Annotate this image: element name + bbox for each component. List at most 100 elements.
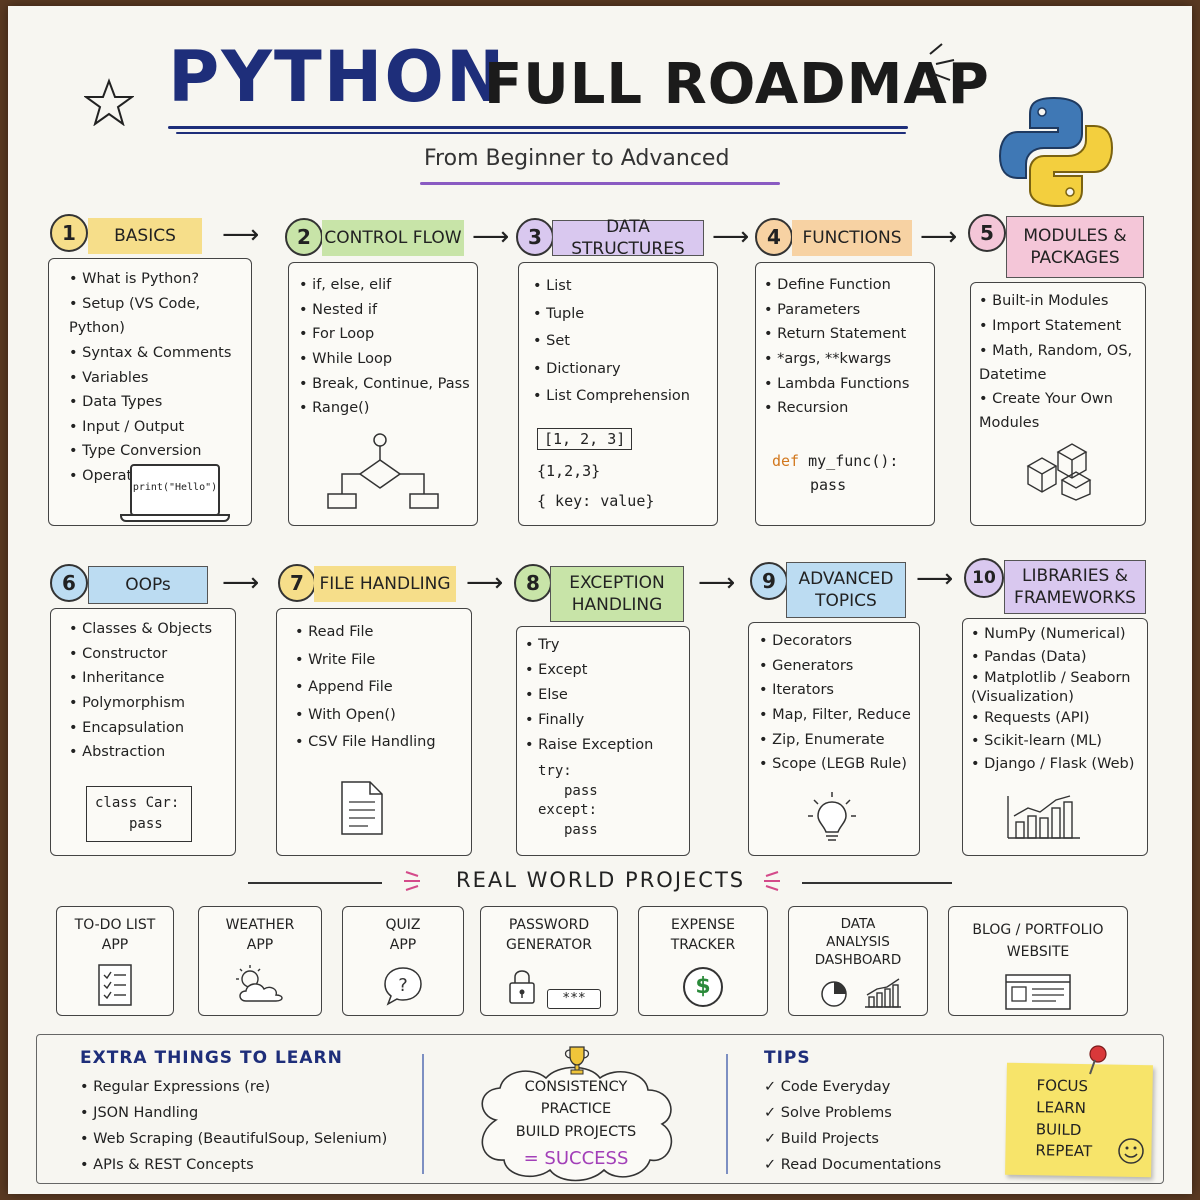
- code-line: pass: [564, 821, 598, 838]
- list-item: Define Function: [764, 273, 934, 298]
- list-item: Type Conversion: [69, 439, 251, 464]
- code-line: pass: [564, 782, 598, 799]
- step-2-title: CONTROL FLOW: [322, 220, 464, 256]
- extra-section: EXTRA THINGS TO LEARN • Regular Expressi…: [80, 1048, 387, 1178]
- trophy-icon: [564, 1046, 590, 1075]
- step-5-title-line2: PACKAGES: [1030, 248, 1120, 268]
- class-code-line2: pass: [129, 816, 163, 832]
- list-item: Import Statement: [979, 314, 1145, 339]
- list-item: With Open(): [295, 702, 471, 730]
- cloud-line: CONSISTENCY: [524, 1079, 628, 1095]
- list-item: Range(): [299, 396, 477, 421]
- laptop-icon: print("Hello"): [130, 464, 220, 516]
- list-item: While Loop: [299, 347, 477, 372]
- step-1-badge: 1: [50, 214, 88, 252]
- step-8-badge: 8: [514, 564, 552, 602]
- project-title: ANALYSIS: [826, 934, 890, 951]
- project-title: WEATHER: [225, 917, 295, 933]
- arrow-6-7: ⟶: [222, 568, 260, 598]
- step-6-card: Classes & Objects Constructor Inheritanc…: [50, 608, 236, 856]
- tip-item: ✓ Build Projects: [764, 1131, 879, 1148]
- list-item: Variables: [69, 366, 251, 391]
- list-item: NumPy (Numerical): [971, 623, 1141, 646]
- list-item: Requests (API): [971, 707, 1141, 730]
- step-8-card: Try Except Else Finally Raise Exception: [516, 626, 690, 856]
- dollar-icon: $: [683, 967, 723, 1007]
- cloud-line: BUILD PROJECTS: [515, 1123, 637, 1140]
- step-3-title: DATA STRUCTURES: [552, 217, 704, 259]
- list-item: Matplotlib / Seaborn (Visualization): [971, 669, 1141, 707]
- arrow-2-3: ⟶: [472, 222, 510, 252]
- step-9-title-line1: ADVANCED: [798, 568, 894, 589]
- list-item: Django / Flask (Web): [971, 753, 1141, 776]
- list-item: Read File: [295, 619, 471, 647]
- project-title: BLOG / PORTFOLIO: [972, 922, 1104, 938]
- arrow-8-9: ⟶: [698, 568, 736, 598]
- list-item: if, else, elif: [299, 273, 477, 298]
- pie-chart-icon: [821, 981, 847, 1007]
- list-item: Zip, Enumerate: [759, 728, 919, 753]
- step-10-badge: 10: [964, 558, 1004, 598]
- flowchart-icon: [327, 433, 439, 509]
- cubes-icon: [1026, 443, 1092, 501]
- accent-marks-right-icon: [764, 871, 780, 891]
- step-3-card: List Tuple Set Dictionary List Comprehen…: [518, 262, 718, 526]
- tip-item: ✓ Solve Problems: [764, 1105, 892, 1122]
- step-4-card: Define Function Parameters Return Statem…: [755, 262, 935, 526]
- project-title: PASSWORD: [508, 917, 590, 933]
- divider-right: [726, 1054, 728, 1174]
- list-item: Nested if: [299, 298, 477, 323]
- lock-icon: [509, 970, 535, 1004]
- step-7-card: Read File Write File Append File With Op…: [276, 608, 472, 856]
- cloud-shape: [481, 1066, 673, 1182]
- list-item: Encapsulation: [69, 716, 235, 741]
- step-4-title: FUNCTIONS: [792, 220, 912, 256]
- list-item: Lambda Functions: [764, 372, 934, 397]
- list-item: Polymorphism: [69, 691, 235, 716]
- project-title: DASHBOARD: [814, 952, 902, 969]
- browser-icon: [1005, 974, 1071, 1010]
- extra-item: • JSON Handling: [80, 1105, 199, 1122]
- cloud-text: CONSISTENCY PRACTICE BUILD PROJECTS = SU…: [486, 1076, 666, 1173]
- projects-heading: REAL WORLD PROJECTS: [456, 868, 746, 892]
- list-item: *args, **kwargs: [764, 347, 934, 372]
- bar-chart-icon: [1007, 795, 1080, 839]
- step-9-badge: 9: [750, 562, 788, 600]
- step-1-title: BASICS: [88, 218, 202, 254]
- list-item: Tuple: [533, 301, 717, 329]
- set-literal: {1,2,3}: [537, 462, 601, 480]
- tip-item: ✓ Read Documentations: [764, 1157, 942, 1174]
- projects-rule-right: [802, 882, 952, 884]
- project-title: QUIZ: [385, 917, 421, 933]
- try-except-code: try: pass except: pass: [538, 762, 598, 840]
- list-item: Else: [525, 683, 689, 708]
- password-mask-field: ***: [547, 989, 601, 1009]
- list-item: Iterators: [759, 678, 919, 703]
- list-item: Return Statement: [764, 322, 934, 347]
- svg-text:?: ?: [398, 975, 408, 996]
- extra-item: • Web Scraping (BeautifulSoup, Selenium): [80, 1131, 388, 1148]
- list-item: Break, Continue, Pass: [299, 372, 477, 397]
- list-item: Classes & Objects: [69, 617, 235, 642]
- list-item: Append File: [295, 674, 471, 702]
- step-9-title-line2: TOPICS: [815, 591, 877, 611]
- tips-section: TIPS ✓ Code Everyday ✓ Solve Problems ✓ …: [764, 1048, 941, 1178]
- extra-item: • APIs & REST Concepts: [80, 1157, 254, 1174]
- class-code-line1: class Car:: [95, 795, 180, 811]
- sticky-line: LEARN: [1036, 1098, 1087, 1117]
- dict-literal: { key: value}: [537, 492, 655, 510]
- arrow-7-8: ⟶: [466, 568, 504, 598]
- project-title: TO-DO LIST: [74, 917, 156, 933]
- title-full-roadmap: FULL ROADMAP: [484, 52, 990, 117]
- star-icon: [84, 78, 134, 126]
- sparkle-lines-icon: [929, 43, 955, 81]
- step-10-title: LIBRARIES & FRAMEWORKS: [1004, 560, 1146, 614]
- list-item: Decorators: [759, 629, 919, 654]
- list-item: Write File: [295, 647, 471, 675]
- list-item: Data Types: [69, 390, 251, 415]
- function-body: pass: [810, 476, 847, 494]
- cloud-result: = SUCCESS: [523, 1148, 629, 1170]
- def-keyword: def: [772, 452, 800, 470]
- list-item: Create Your Own Modules: [979, 388, 1145, 436]
- projects-rule-left: [248, 882, 382, 884]
